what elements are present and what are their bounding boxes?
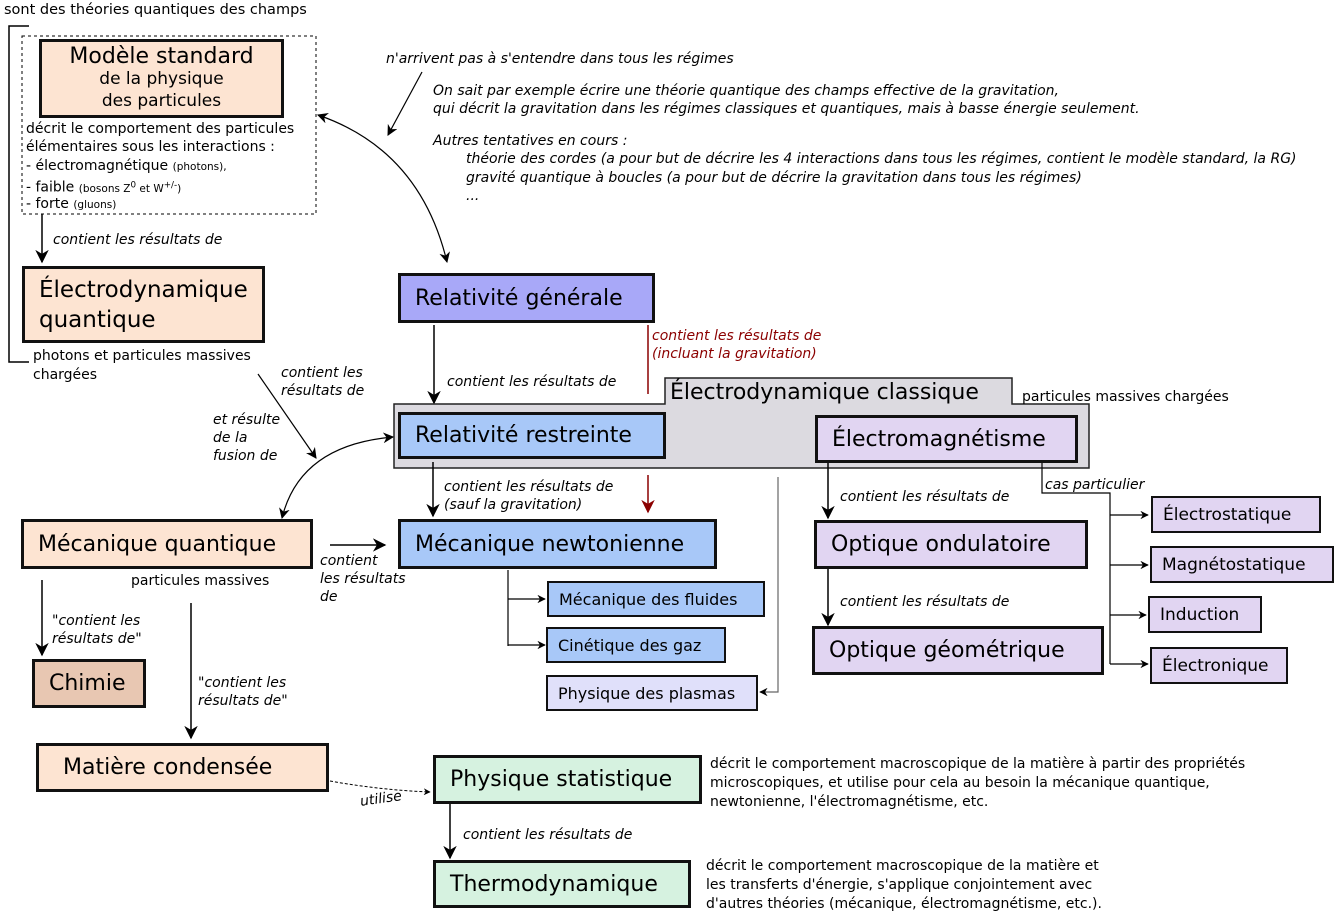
stat-desc-3: newtonienne, l'électromagnétisme, etc. xyxy=(710,794,989,810)
box-chimie[interactable]: Chimie xyxy=(32,659,146,708)
label-mq-mc-2: résultats de" xyxy=(198,693,288,709)
thermo-desc-3: d'autres théories (mécanique, électromag… xyxy=(706,896,1102,912)
electrodynamique-classique-title[interactable]: Électrodynamique classique xyxy=(670,380,979,405)
note-autres: Autres tentatives en cours : xyxy=(433,133,628,149)
box-electrodynamique-quantique[interactable]: Électrodynamique quantique xyxy=(22,266,265,343)
label-fusion-1: et résulte xyxy=(213,412,281,428)
note-boucles: gravité quantique à boucles (a pour but … xyxy=(466,170,1082,186)
box-optique-geometrique[interactable]: Optique géométrique xyxy=(812,626,1104,675)
arrow-utilise xyxy=(329,780,431,796)
modele-standard-subtitle-1: de la physique xyxy=(99,68,224,89)
box-electromagnetisme[interactable]: Électromagnétisme xyxy=(815,415,1078,463)
label-rr-mn-1: contient les résultats de xyxy=(444,479,614,495)
box-cinetique-gaz[interactable]: Cinétique des gaz xyxy=(546,627,726,663)
note-cordes: théorie des cordes (a pour but de décrir… xyxy=(466,151,1297,167)
label-fusion-2: de la xyxy=(213,430,248,446)
label-rg-rr-text: contient les résultats de xyxy=(447,374,617,390)
arrow-plasmas xyxy=(759,477,779,697)
stat-desc-2: microscopiques, et utilise pour cela au … xyxy=(710,775,1210,791)
box-mecanique-fluides[interactable]: Mécanique des fluides xyxy=(547,581,765,617)
branch-cas-particulier xyxy=(1041,462,1111,664)
note-photons-2: chargées xyxy=(33,367,98,383)
label-mq-mc-1: "contient les xyxy=(198,675,287,691)
arrow-ms-rg xyxy=(316,113,450,264)
label-mq-mn-2: les résultats xyxy=(320,571,406,587)
label-mq-chimie-1: "contient les xyxy=(52,613,141,629)
stat-desc-1: décrit le comportement macroscopique de … xyxy=(710,756,1246,772)
box-relativite-generale[interactable]: Relativité générale xyxy=(398,273,655,323)
note-particules-massives: particules massives xyxy=(131,573,270,589)
ms-desc-faible: - faible (bosons Z0 et W+/-) xyxy=(26,179,182,196)
box-modele-standard[interactable]: Modèle standard de la physique des parti… xyxy=(39,39,284,118)
box-relativite-restreinte[interactable]: Relativité restreinte xyxy=(398,412,666,459)
box-physique-statistique[interactable]: Physique statistique xyxy=(433,755,702,804)
label-rr-mn-2: (sauf la gravitation) xyxy=(444,497,583,513)
edq-line-2: quantique xyxy=(39,306,156,333)
label-edq-2: résultats de xyxy=(281,383,365,399)
thermo-desc-2: les transferts d'énergie, s'applique con… xyxy=(706,877,1093,893)
label-rg-red-1: contient les résultats de xyxy=(652,328,822,344)
qft-bracket xyxy=(8,25,29,363)
arrow-disagree xyxy=(387,71,423,136)
thermo-desc-1: décrit le comportement macroscopique de … xyxy=(706,858,1099,874)
box-mecanique-newtonienne[interactable]: Mécanique newtonienne xyxy=(398,519,717,569)
modele-standard-subtitle-2: des particules xyxy=(101,90,222,111)
label-ps-thermo: contient les résultats de xyxy=(463,827,633,843)
label-mq-mn-3: de xyxy=(320,589,338,605)
qft-caption: sont des théories quantiques des champs xyxy=(4,2,307,18)
box-magnetostatique[interactable]: Magnétostatique xyxy=(1150,546,1334,583)
label-cas-particulier: cas particulier xyxy=(1045,477,1145,493)
label-rg-red-2: (incluant la gravitation) xyxy=(652,346,817,362)
label-ms-edq: contient les résultats de xyxy=(53,232,223,248)
box-electronique[interactable]: Électronique xyxy=(1150,647,1288,684)
box-optique-ondulatoire[interactable]: Optique ondulatoire xyxy=(814,520,1088,569)
note-qft-grav-2: qui décrit la gravitation dans les régim… xyxy=(433,101,1140,117)
note-disagree: n'arrivent pas à s'entendre dans tous le… xyxy=(386,51,734,67)
box-electrostatique[interactable]: Électrostatique xyxy=(1151,496,1321,533)
modele-standard-title: Modèle standard xyxy=(69,43,254,69)
box-thermodynamique[interactable]: Thermodynamique xyxy=(433,860,691,908)
label-fusion-3: fusion de xyxy=(213,448,278,464)
arrow-fusion xyxy=(279,432,395,520)
ms-desc-1: décrit le comportement des particules xyxy=(26,121,295,137)
label-oo-og: contient les résultats de xyxy=(840,594,1010,610)
edq-line-1: Électrodynamique xyxy=(39,276,248,303)
ms-desc-em: - électromagnétique (photons), xyxy=(26,158,227,174)
label-em-oo: contient les résultats de xyxy=(840,489,1010,505)
note-ellipsis: ... xyxy=(466,188,480,204)
label-edq-1: contient les xyxy=(281,365,363,381)
ms-desc-2: élémentaires sous les interactions : xyxy=(26,139,275,155)
box-matiere-condensee[interactable]: Matière condensée xyxy=(36,743,329,792)
box-physique-plasmas[interactable]: Physique des plasmas xyxy=(546,675,758,711)
label-mq-mn-1: contient xyxy=(320,553,378,569)
ms-desc-forte: - forte (gluons) xyxy=(26,196,117,212)
note-photons-1: photons et particules massives xyxy=(33,348,251,364)
label-mq-chimie-2: résultats de" xyxy=(52,631,142,647)
box-mecanique-quantique[interactable]: Mécanique quantique xyxy=(21,519,313,569)
modele-standard-group xyxy=(21,35,317,215)
box-induction[interactable]: Induction xyxy=(1148,596,1262,633)
note-particules-massives-chargees: particules massives chargées xyxy=(1022,389,1229,405)
note-qft-grav-1: On sait par exemple écrire une théorie q… xyxy=(433,83,1059,99)
